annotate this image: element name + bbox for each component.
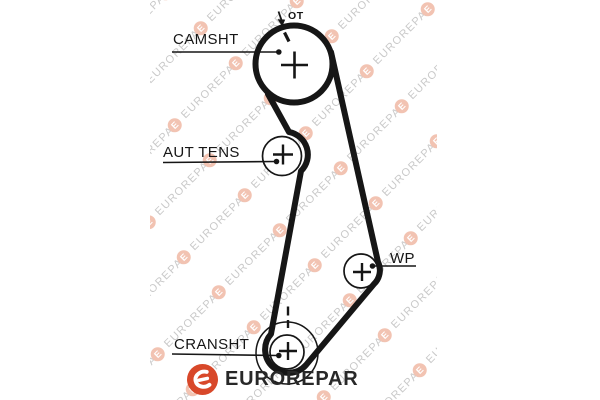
ot-timing-label: OT [288, 10, 304, 22]
eurorepar-logo: EUROREPAR [187, 364, 359, 395]
ot-arrow [277, 11, 283, 21]
water-pump-leader-dot [369, 263, 376, 269]
crankshaft-leader-dot [276, 352, 282, 359]
crankshaft-center-mark [279, 342, 297, 360]
water-pump-center-mark [353, 263, 371, 281]
crankshaft-leader-line [171, 353, 279, 357]
tensioner-center-mark [273, 144, 293, 165]
ot-arrowhead [277, 19, 286, 27]
tensioner-label: AUT TENS [163, 144, 240, 161]
tensioner-leader-dot [273, 158, 280, 165]
tensioner-leader-line [162, 160, 277, 164]
camshaft-timing-tick [283, 31, 291, 43]
camshaft-label: CAMSHT [173, 31, 239, 48]
timing-belt [262, 49, 383, 376]
eurorepar-logo-text: EUROREPAR [225, 368, 359, 390]
crankshaft-label: CRANSHT [174, 336, 250, 353]
water-pump-label: WP [390, 250, 415, 267]
camshaft-leader-dot [276, 49, 282, 55]
eurorepar-e-icon [187, 364, 218, 395]
camshaft-center-mark [281, 51, 308, 79]
